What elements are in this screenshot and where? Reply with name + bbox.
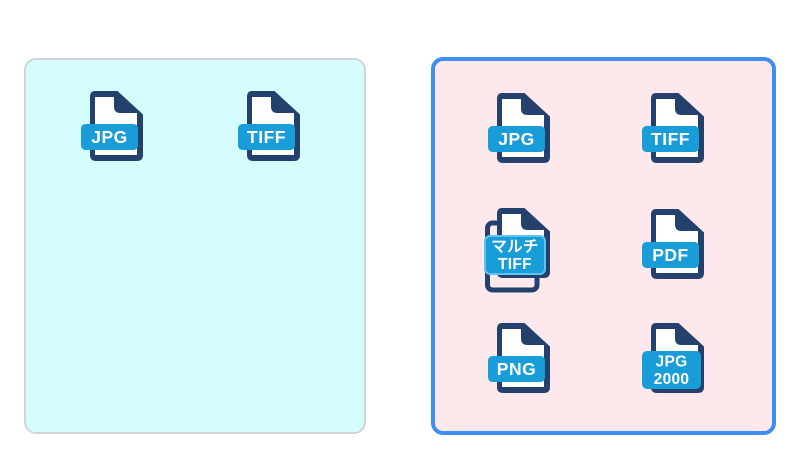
stacked-pages-icon: マルチ TIFF xyxy=(484,208,550,293)
file-icon-jpg: JPG xyxy=(81,90,145,162)
format-label-line1: マルチ xyxy=(491,239,538,256)
file-page-icon: PDF xyxy=(642,209,704,279)
right-formats-panel: JPG TIFF マルチ TIFF PDF xyxy=(431,57,776,435)
file-icon-tiff: TIFF xyxy=(642,92,706,164)
file-page-icon: TIFF xyxy=(642,93,704,163)
file-page-icon: JPG xyxy=(81,91,143,161)
file-page-icon: JPG 2000 xyxy=(642,323,704,393)
format-label: PNG xyxy=(497,359,536,379)
file-icon-multi-tiff: マルチ TIFF xyxy=(477,207,553,293)
left-formats-panel: JPG TIFF xyxy=(24,58,366,434)
file-icon-tiff: TIFF xyxy=(238,90,302,162)
file-icon-png: PNG xyxy=(488,322,552,394)
format-label-line2: TIFF xyxy=(498,256,532,273)
file-icon-jpg2000: JPG 2000 xyxy=(642,322,706,394)
format-label: TIFF xyxy=(247,127,286,147)
file-page-icon: PNG xyxy=(488,323,550,393)
format-label: JPG xyxy=(498,129,535,149)
format-label-line1: JPG xyxy=(656,354,688,371)
file-page-icon: TIFF xyxy=(238,91,300,161)
file-page-icon: JPG xyxy=(488,93,550,163)
format-label: JPG xyxy=(91,127,128,147)
format-label: TIFF xyxy=(651,129,690,149)
format-label-line2: 2000 xyxy=(654,371,690,388)
file-icon-jpg: JPG xyxy=(488,92,552,164)
file-icon-pdf: PDF xyxy=(642,208,706,280)
format-label: PDF xyxy=(652,245,689,265)
